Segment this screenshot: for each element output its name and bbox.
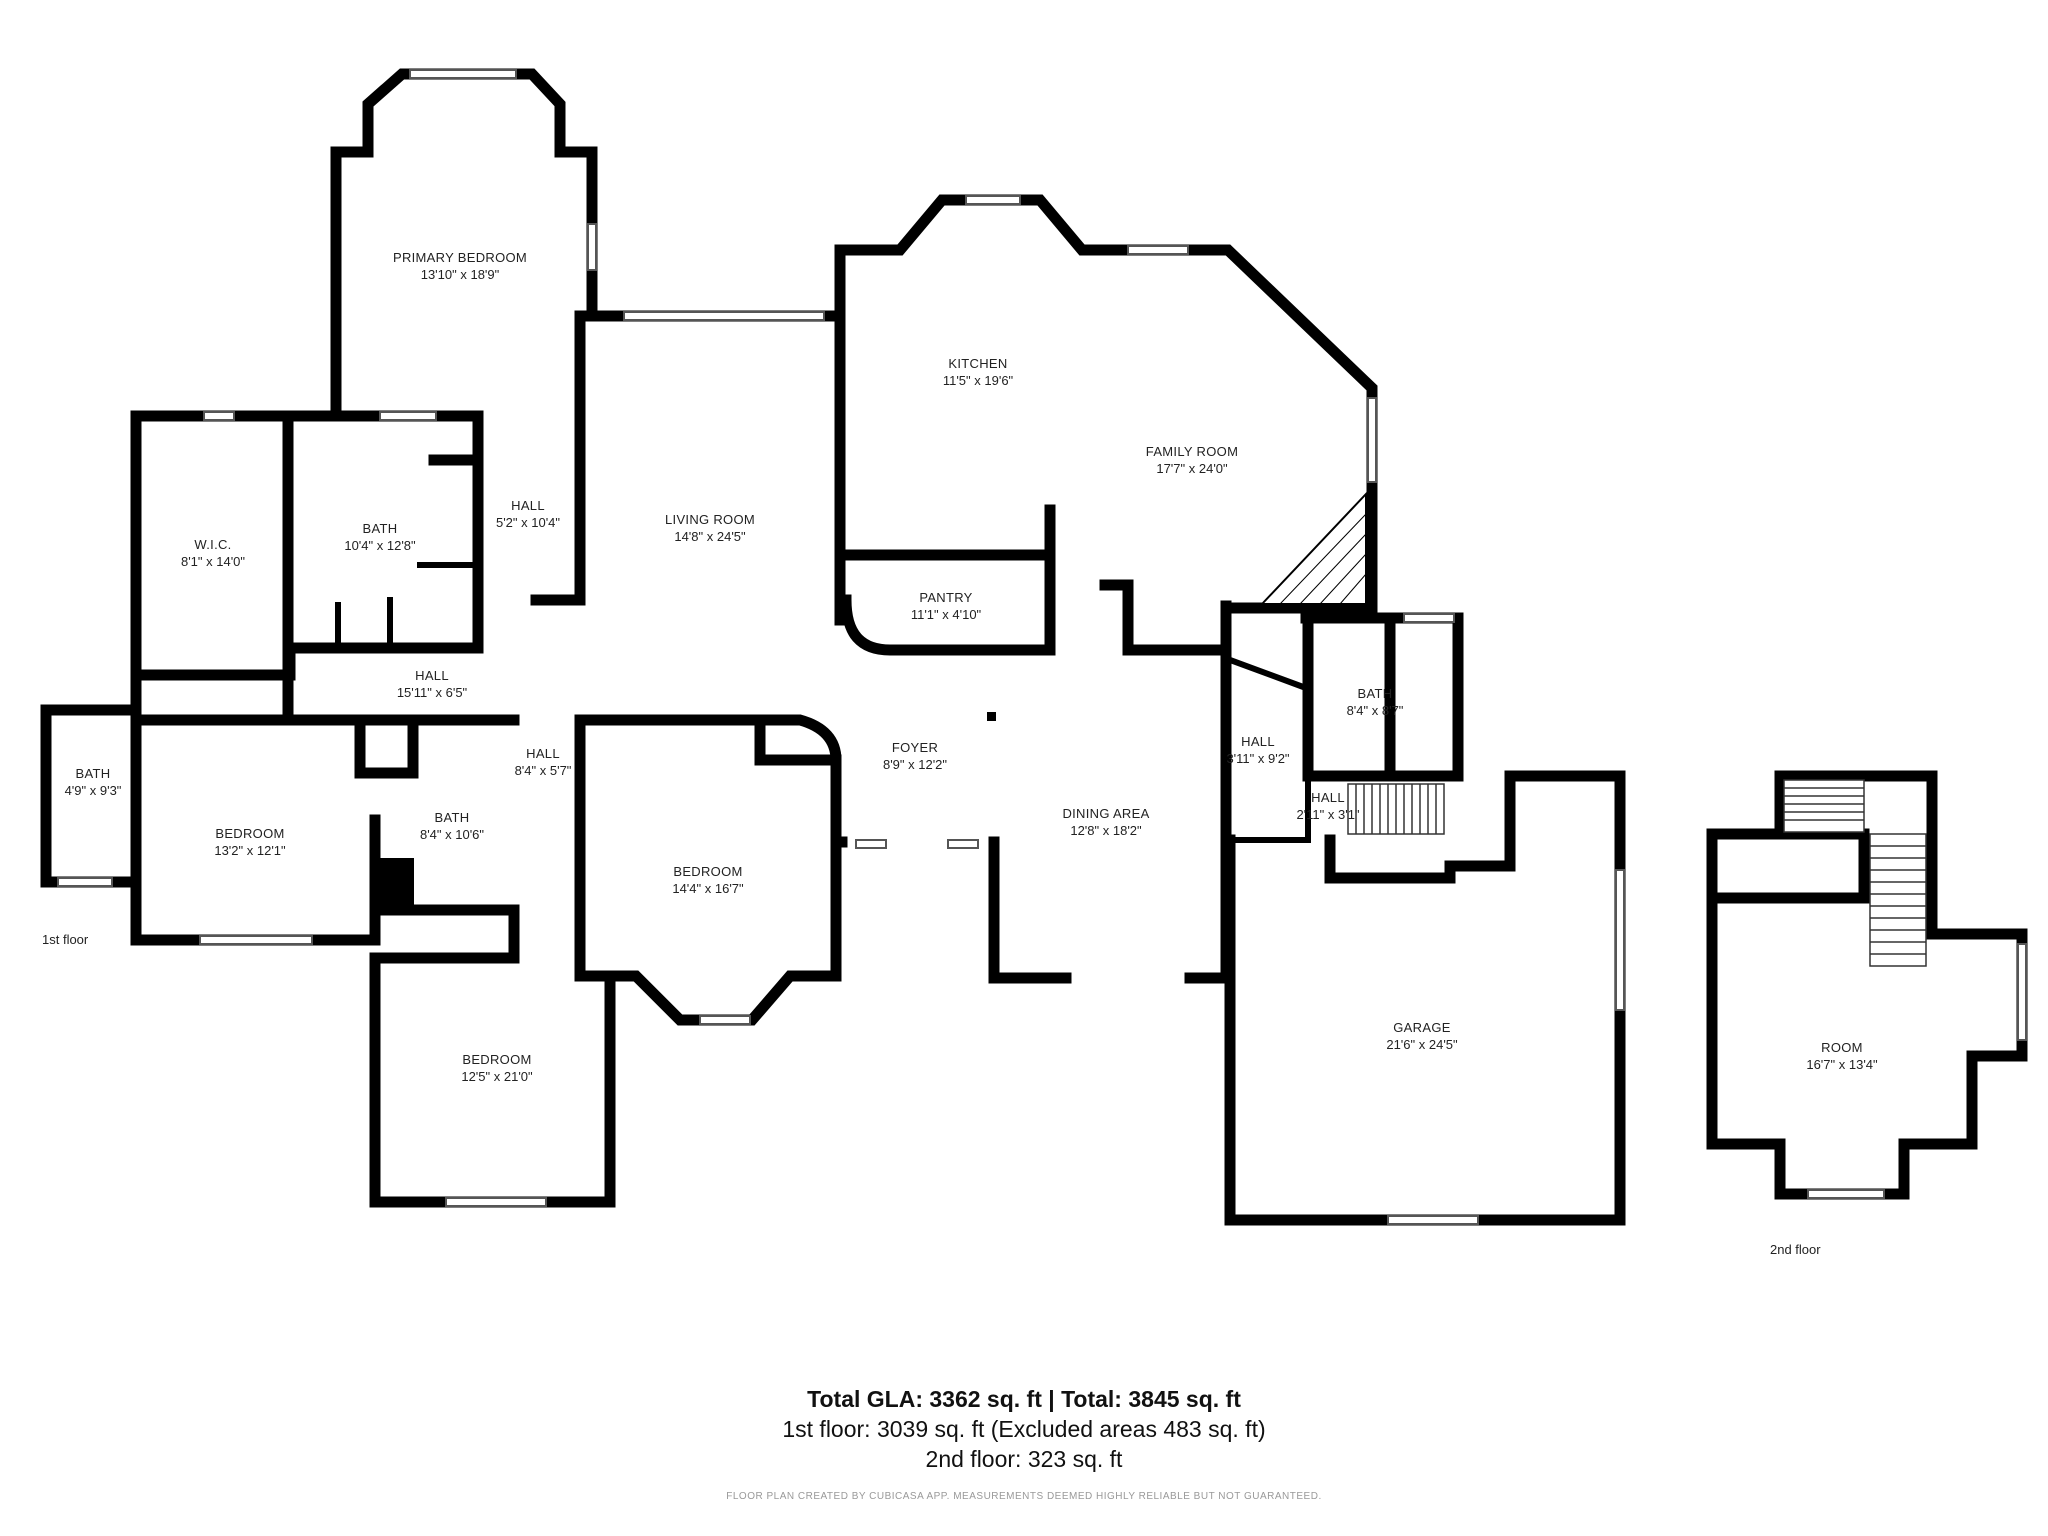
room-name: DINING AREA xyxy=(1062,806,1150,821)
room-name: W.I.C. xyxy=(194,537,232,552)
primary-bedroom-walls xyxy=(330,68,598,422)
pantry-walls xyxy=(840,504,1056,656)
mid-bath-walls xyxy=(354,714,520,964)
room-dimensions: 21'6" x 24'5" xyxy=(1386,1037,1458,1052)
fireplace xyxy=(1259,491,1367,605)
room-hall-1: HALL 5'2" x 10'4" xyxy=(496,497,560,531)
room-name: PANTRY xyxy=(919,590,973,605)
left-bedroom-walls xyxy=(130,714,520,946)
room-name: BATH xyxy=(434,810,470,825)
windows xyxy=(57,69,2027,1225)
right-hall-walls xyxy=(1226,656,1311,843)
room-living-room: LIVING ROOM 14'8" x 24'5" xyxy=(665,511,755,545)
room-name: LIVING ROOM xyxy=(665,512,755,527)
room-family-room: FAMILY ROOM 17'7" x 24'0" xyxy=(1146,443,1238,477)
room-hall-4: HALL 3'11" x 9'2" xyxy=(1226,733,1289,767)
room-primary-bedroom: PRIMARY BEDROOM 13'10" x 18'9" xyxy=(393,249,527,283)
second-floor-walls xyxy=(1706,770,2028,1200)
floor-label-second: 2nd floor xyxy=(1770,1242,1821,1257)
room-bath-mid: BATH 8'4" x 10'6" xyxy=(420,809,484,843)
room-name: BEDROOM xyxy=(462,1052,532,1067)
room-hall-5: HALL 2'11" x 3'1" xyxy=(1296,789,1359,823)
room-name: HALL xyxy=(1311,790,1345,805)
room-name: FAMILY ROOM xyxy=(1145,444,1239,459)
room-name: FOYER xyxy=(891,740,939,755)
room-dimensions: 5'2" x 10'4" xyxy=(495,515,561,530)
room-dimensions: 14'4" x 16'7" xyxy=(672,881,744,896)
room-dimensions: 16'7" x 13'4" xyxy=(1806,1057,1878,1072)
room-name: BATH xyxy=(1357,686,1393,701)
room-dimensions: 8'4" x 10'6" xyxy=(419,827,485,842)
room-dimensions: 10'4" x 12'8" xyxy=(344,538,416,553)
room-dimensions: 8'9" x 12'2" xyxy=(882,757,948,772)
room-dimensions: 11'1" x 4'10" xyxy=(910,607,982,622)
room-dining-area: DINING AREA 12'8" x 18'2" xyxy=(1062,805,1149,839)
room-dimensions: 12'8" x 18'2" xyxy=(1070,823,1142,838)
room-pantry: PANTRY 11'1" x 4'10" xyxy=(911,589,981,623)
room-bath-left: BATH 4'9" x 9'3" xyxy=(65,765,122,799)
room-foyer: FOYER 8'9" x 12'2" xyxy=(883,739,947,773)
center-bedroom-walls xyxy=(574,714,842,1026)
room-dimensions: 2'11" x 3'1" xyxy=(1296,807,1360,822)
room-hall-2: HALL 15'11" x 6'5" xyxy=(397,667,467,701)
stairs-first-floor xyxy=(1347,783,1445,835)
disclaimer-credit: FLOOR PLAN CREATED BY CUBICASA APP. MEAS… xyxy=(726,1491,1322,1502)
room-dimensions: 14'8" x 24'5" xyxy=(674,529,746,544)
room-dimensions: 15'11" x 6'5" xyxy=(396,685,468,700)
room-hall-3: HALL 8'4" x 5'7" xyxy=(515,745,572,779)
room-name: ROOM xyxy=(1821,1040,1863,1055)
room-dimensions: 8'4" x 5'7" xyxy=(514,763,572,778)
room-name: GARAGE xyxy=(1393,1020,1451,1035)
second-floor-area-line: 2nd floor: 323 sq. ft xyxy=(925,1446,1123,1472)
room-dimensions: 12'5" x 21'0" xyxy=(461,1069,533,1084)
room-bedroom-center: BEDROOM 14'4" x 16'7" xyxy=(672,863,743,897)
bath-fixtures xyxy=(335,562,473,651)
room-name: KITCHEN xyxy=(948,356,1008,371)
room-dimensions: 13'2" x 12'1" xyxy=(214,843,286,858)
area-totals: Total GLA: 3362 sq. ft | Total: 3845 sq.… xyxy=(0,1384,2048,1474)
room-dimensions: 17'7" x 24'0" xyxy=(1156,461,1228,476)
kitchen-family-walls xyxy=(834,194,1378,626)
room-dimensions: 4'9" x 9'3" xyxy=(64,783,122,798)
room-dimensions: 8'4" x 8'7" xyxy=(1346,703,1404,718)
room-name: BATH xyxy=(75,766,111,781)
room-name: HALL xyxy=(415,668,449,683)
room-name: BEDROOM xyxy=(673,864,743,879)
room-garage: GARAGE 21'6" x 24'5" xyxy=(1386,1019,1457,1053)
room-name: HALL xyxy=(511,498,545,513)
hall-walls xyxy=(130,594,584,726)
room-bedroom-bottom: BEDROOM 12'5" x 21'0" xyxy=(461,1051,532,1085)
total-gla-line: Total GLA: 3362 sq. ft | Total: 3845 sq.… xyxy=(807,1386,1241,1412)
room-name: BATH xyxy=(362,521,398,536)
room-wic: W.I.C. 8'1" x 14'0" xyxy=(181,536,245,570)
floor-label-first: 1st floor xyxy=(42,932,89,947)
living-room-walls xyxy=(574,310,842,606)
room-name: BEDROOM xyxy=(215,826,285,841)
foyer-column xyxy=(987,712,996,721)
room-primary-bath: BATH 10'4" x 12'8" xyxy=(344,520,415,554)
room-dimensions: 8'1" x 14'0" xyxy=(180,554,246,569)
dining-walls xyxy=(834,600,1232,984)
room-name: HALL xyxy=(526,746,560,761)
mid-bath-fixture xyxy=(378,858,414,910)
room-name: HALL xyxy=(1241,734,1275,749)
stairs-second-floor xyxy=(1783,779,1927,967)
first-floor-area-line: 1st floor: 3039 sq. ft (Excluded areas 4… xyxy=(782,1416,1266,1442)
room-kitchen: KITCHEN 11'5" x 19'6" xyxy=(943,355,1013,389)
wic-bath-walls xyxy=(130,410,484,681)
room-dimensions: 13'10" x 18'9" xyxy=(420,267,500,282)
room-bedroom-left: BEDROOM 13'2" x 12'1" xyxy=(214,825,285,859)
room-name: PRIMARY BEDROOM xyxy=(392,250,528,265)
room-dimensions: 11'5" x 19'6" xyxy=(942,373,1014,388)
room-bath-right: BATH 8'4" x 8'7" xyxy=(1347,685,1404,719)
room-2nd-floor-room: ROOM 16'7" x 13'4" xyxy=(1806,1039,1877,1073)
room-dimensions: 3'11" x 9'2" xyxy=(1226,751,1290,766)
